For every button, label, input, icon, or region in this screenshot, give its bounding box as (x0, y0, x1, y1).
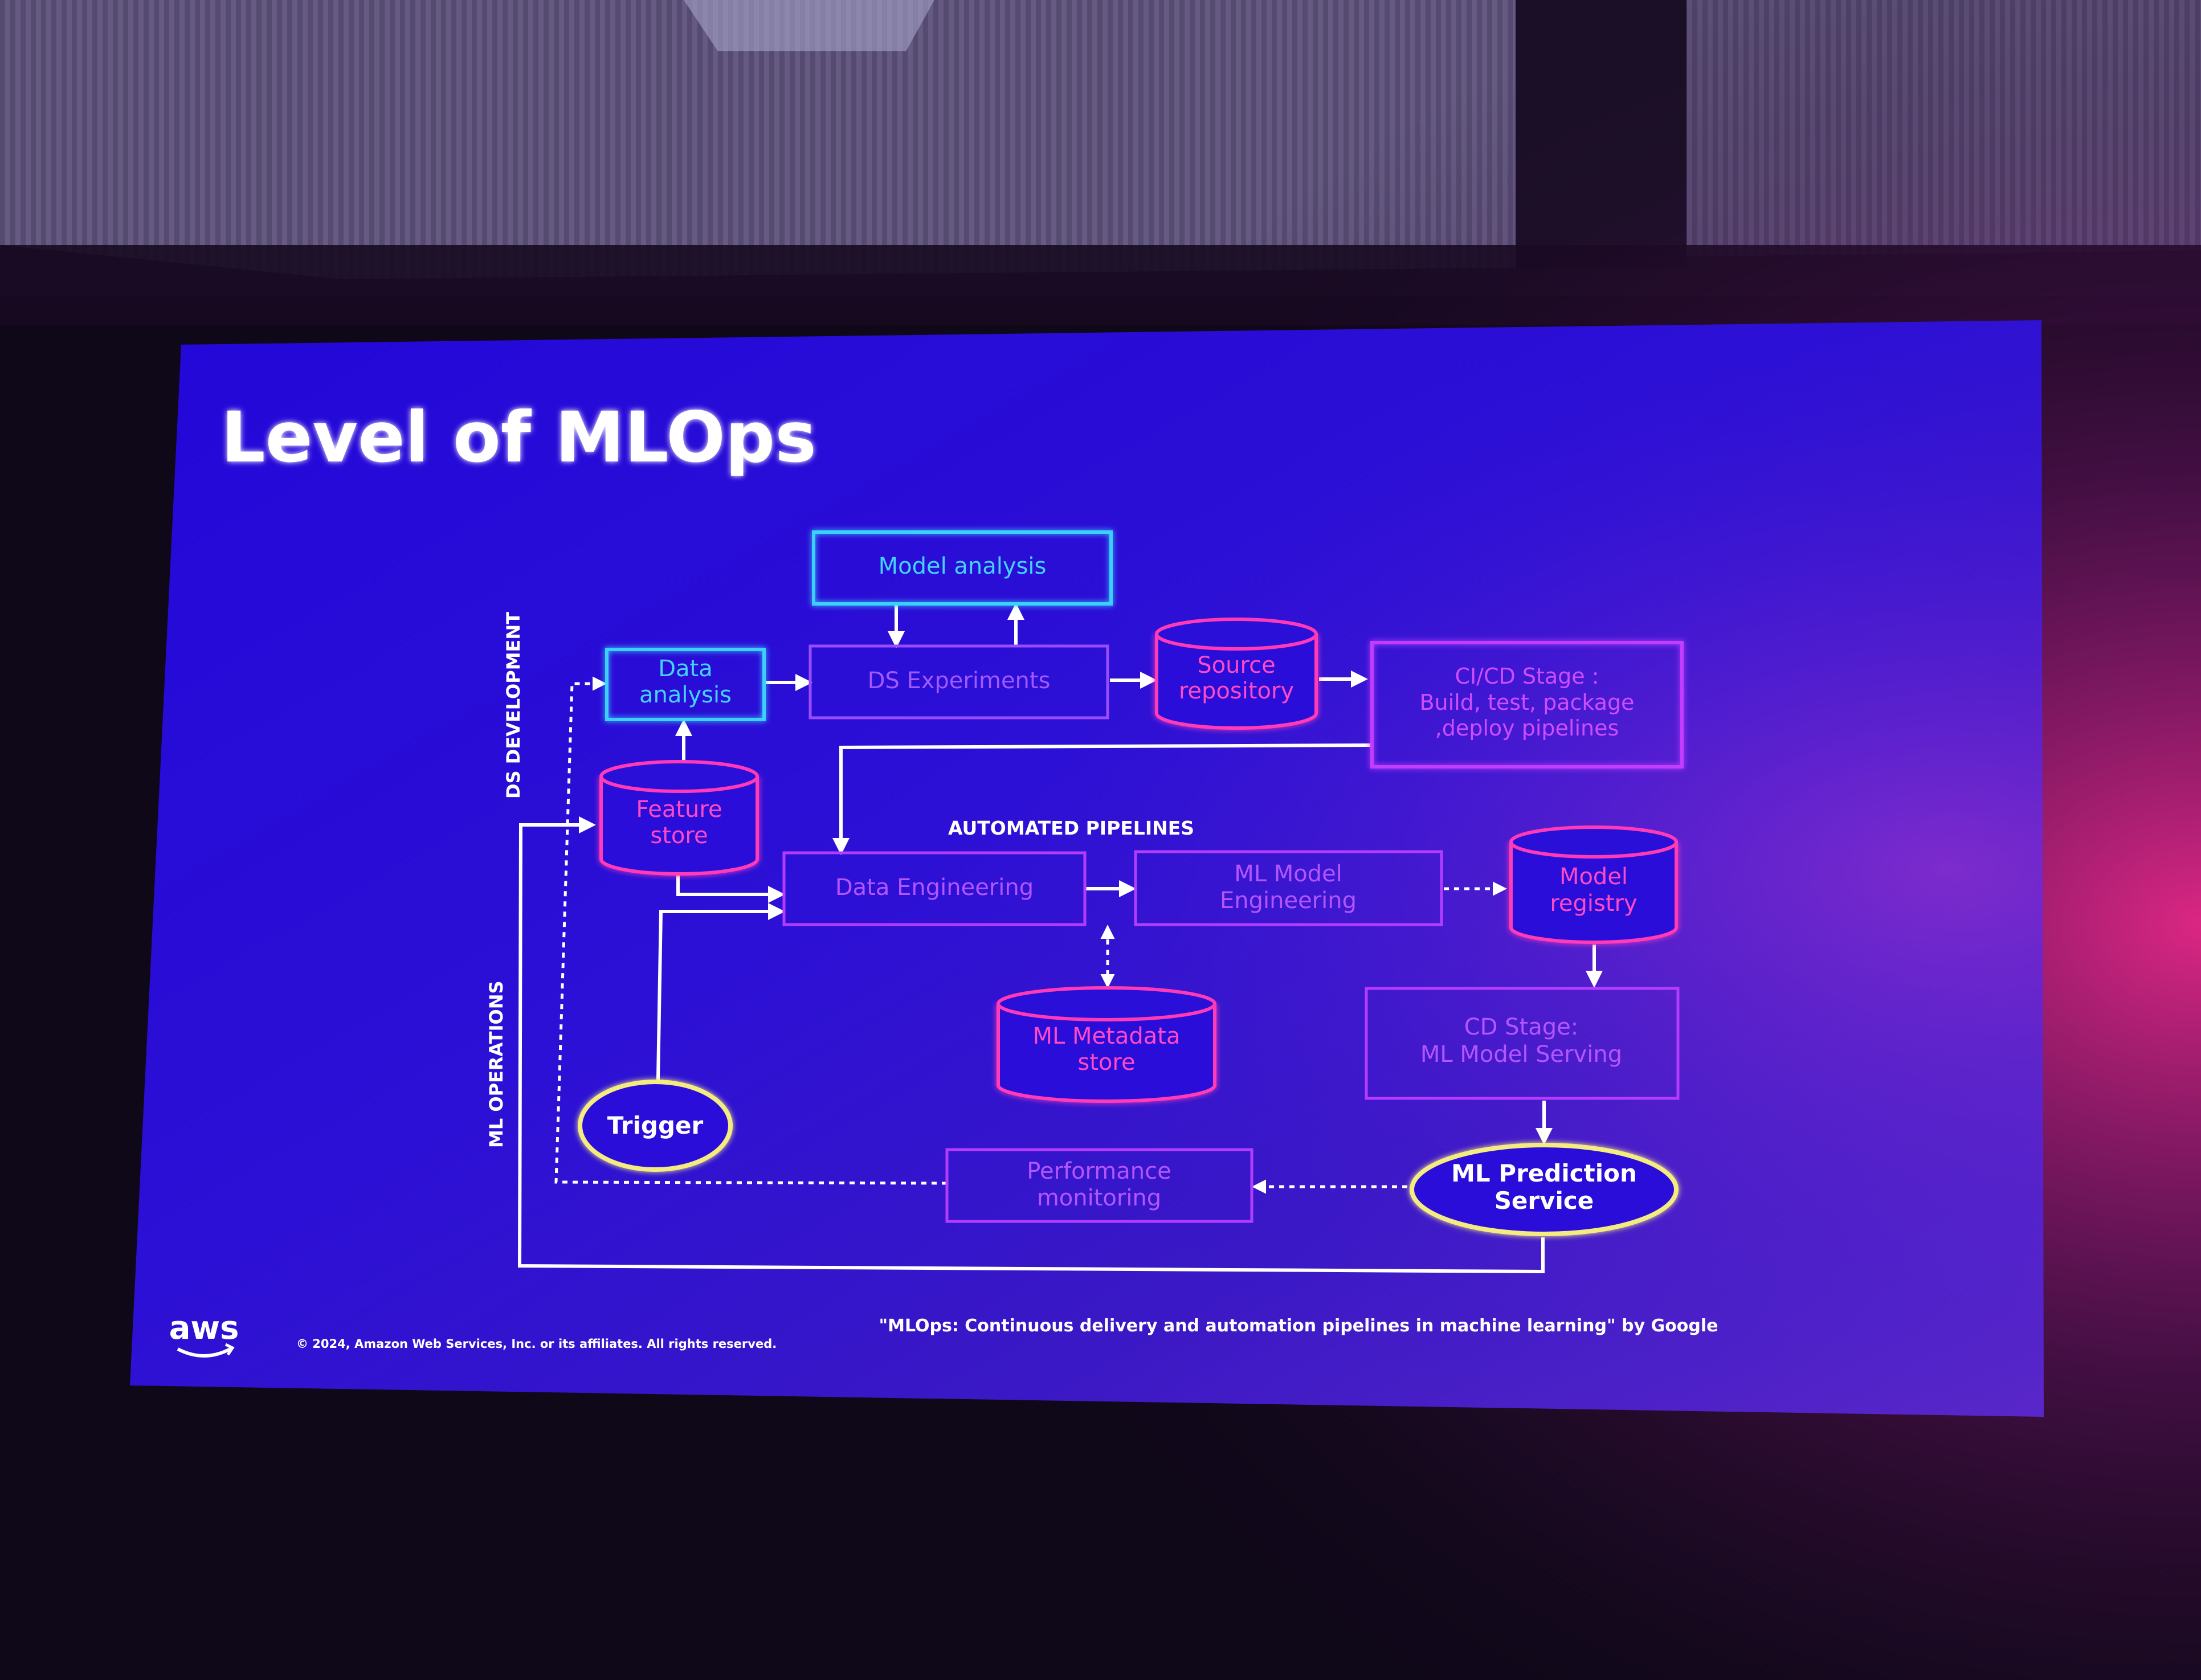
ds-experiments-box: DS Experiments (808, 644, 1109, 720)
data-analysis-label-line2: analysis (639, 682, 732, 708)
feature-store-label-line2: store (650, 823, 708, 849)
performance-monitoring-border (945, 1148, 1253, 1223)
lane-label-ml-operations: ML OPERATIONS (485, 980, 507, 1148)
model-registry-top (1509, 825, 1678, 859)
ml-metadata-store-label-line2: store (1077, 1049, 1135, 1076)
aws-logo-smile (177, 1347, 231, 1358)
cicd-stage-border (1370, 641, 1684, 769)
cicd-stage-label-line2: Build, test, package (1419, 690, 1634, 715)
model-analysis-border (812, 530, 1113, 606)
trigger-ellipse: Trigger (578, 1080, 733, 1172)
ml-model-engineering-border (1134, 850, 1443, 926)
model-analysis-box: Model analysis (812, 530, 1113, 606)
slide-title: Level of MLOps (221, 397, 816, 478)
data-analysis-box: Data analysis (605, 648, 766, 721)
cd-stage-box: CD Stage: ML Model Serving (1365, 987, 1680, 1100)
edge-feature-store-to-data-engineering (676, 874, 785, 903)
cd-stage-label-line2: ML Model Serving (1420, 1041, 1622, 1068)
data-engineering-box: Data Engineering (782, 851, 1087, 926)
ml-prediction-service-label-line2: Service (1494, 1187, 1594, 1215)
ml-model-engineering-label-line1: ML Model (1234, 861, 1342, 887)
ml-metadata-store-label-line1: ML Metadata (1033, 1023, 1181, 1049)
model-analysis-label: Model analysis (879, 553, 1047, 579)
connectors (517, 603, 1603, 1274)
cicd-stage-box: CI/CD Stage : Build, test, package ,depl… (1370, 641, 1684, 769)
ml-prediction-service-ellipse: ML Prediction Service (1410, 1143, 1679, 1236)
source-repository-body (1155, 634, 1318, 730)
edge-cicd-to-data-engineering (832, 743, 1373, 855)
feature-store-top (599, 760, 759, 793)
cicd-stage-label-line1: CI/CD Stage : (1455, 664, 1599, 689)
ml-model-engineering-box: ML Model Engineering (1134, 850, 1443, 926)
cd-stage-label-line1: CD Stage: (1464, 1014, 1579, 1040)
source-repository-label-line2: repository (1179, 678, 1294, 704)
lane-label-automated-pipelines: AUTOMATED PIPELINES (948, 817, 1194, 839)
feature-store-label-line1: Feature (636, 796, 722, 823)
ml-prediction-service-label-line1: ML Prediction (1451, 1159, 1637, 1187)
model-registry-cylinder: Model registry (1509, 825, 1678, 944)
model-registry-label-line2: registry (1550, 890, 1637, 917)
cd-stage-border (1365, 987, 1680, 1100)
edge-prediction-service-to-feature-store (517, 816, 1545, 1274)
ml-metadata-store-body (997, 1004, 1216, 1103)
performance-monitoring-label-line1: Performance (1027, 1158, 1171, 1184)
screen-highlight (130, 320, 2044, 1417)
feature-store-body (599, 776, 759, 876)
trigger-border (578, 1080, 733, 1172)
source-repository-cylinder: Source repository (1155, 618, 1318, 730)
model-registry-body (1509, 842, 1678, 944)
performance-monitoring-box: Performance monitoring (945, 1148, 1253, 1223)
data-engineering-label: Data Engineering (835, 874, 1034, 901)
copyright-text: © 2024, Amazon Web Services, Inc. or its… (296, 1337, 777, 1351)
citation-text: "MLOps: Continuous delivery and automati… (879, 1316, 1718, 1336)
performance-monitoring-label-line2: monitoring (1037, 1185, 1161, 1211)
ml-metadata-store-top (997, 986, 1216, 1021)
feature-store-cylinder: Feature store (599, 760, 759, 876)
data-engineering-border (782, 851, 1087, 926)
source-repository-top (1155, 618, 1318, 651)
ml-model-engineering-label-line2: Engineering (1220, 888, 1357, 914)
aws-logo: aws (169, 1310, 239, 1358)
data-analysis-label-line1: Data (658, 656, 713, 682)
trigger-label: Trigger (607, 1111, 704, 1139)
dashed-connectors (554, 676, 1507, 1194)
ml-metadata-store-cylinder: ML Metadata store (997, 986, 1216, 1103)
edge-trigger-to-data-engineering (656, 903, 785, 1111)
data-analysis-border (605, 648, 766, 721)
ds-experiments-border (808, 644, 1109, 720)
cicd-stage-label-line3: ,deploy pipelines (1435, 716, 1619, 741)
aws-logo-arrow (224, 1343, 235, 1356)
aws-logo-text: aws (169, 1310, 239, 1347)
edge-performance-monitoring-to-data-analysis (554, 676, 948, 1185)
ds-experiments-label: DS Experiments (868, 668, 1051, 694)
model-registry-label-line1: Model (1559, 864, 1628, 890)
ml-prediction-service-border (1410, 1143, 1679, 1236)
lane-label-ds-development: DS DEVELOPMENT (503, 612, 524, 799)
source-repository-label-line1: Source (1197, 652, 1275, 678)
